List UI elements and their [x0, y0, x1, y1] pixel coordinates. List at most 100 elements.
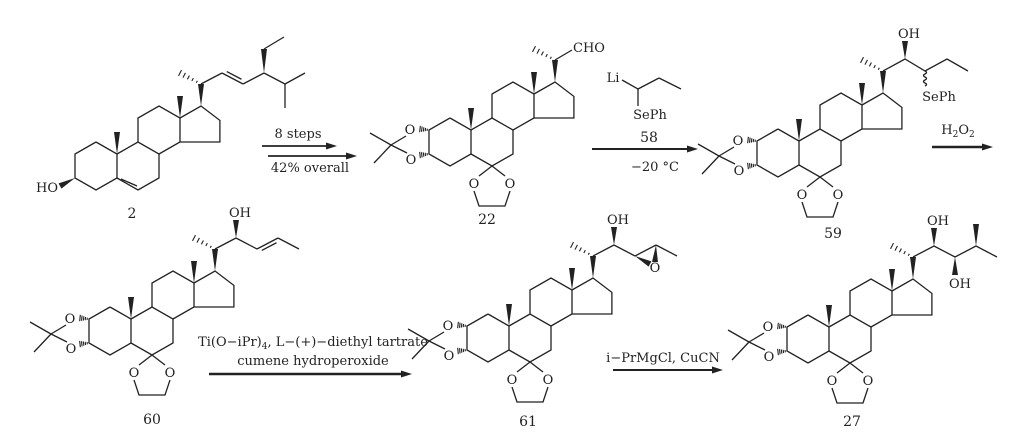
cmpd-60-c21-methyl-hashed: [200, 240, 204, 245]
cmpd-61-acetonide-hash: [457, 347, 459, 355]
cmpd-2-c18-methyl-wedge: [177, 96, 183, 118]
cmpd-2-c21-methyl-hashed: [186, 75, 190, 80]
cmpd-22-ketal-ethylene: [473, 190, 511, 207]
cmpd-2-c21-methyl-hashed: [191, 77, 194, 82]
cmpd-27-acetonide-hash: [777, 348, 779, 356]
cmpd-59-ketal-bond: [819, 176, 834, 188]
cmpd-22-acetonide-bond: [390, 144, 408, 154]
bond: [655, 244, 678, 257]
cmpd-2-ethyl-wedge: [261, 49, 267, 73]
step5-reagent: i−PrMgCl, CuCN: [606, 351, 720, 366]
cmpd-22-ketal-bond: [491, 165, 506, 177]
cmpd-22-c17-sidechain-wedge: [552, 60, 558, 82]
cmpd-60-acetonide-methyl: [29, 321, 52, 335]
cmpd-59-acetonide-bond: [718, 146, 735, 157]
cmpd-22-c18-methyl-wedge: [531, 72, 537, 94]
step3-reagent: H2O2: [941, 123, 974, 140]
cmpd-59-acetonide-hash: [748, 163, 751, 169]
compound-label-27: 27: [843, 414, 861, 430]
cmpd-59-acetonide-hash: [747, 162, 749, 170]
cmpd-59-hydroxy: OH: [898, 27, 920, 42]
cmpd-22-ring-a: [428, 117, 472, 167]
cmpd-60-c21-methyl-hashed: [209, 245, 212, 249]
cmpd-22-c21-methyl-hashed: [532, 45, 536, 53]
cmpd-22-c21-methyl-hashed: [540, 51, 544, 56]
cmpd-60-c21-methyl-hashed: [192, 234, 196, 242]
cmpd-59-acetonide-o2: O: [734, 164, 745, 179]
cmpd-59-c21-methyl-hashed: [877, 67, 880, 71]
cmpd-22-acetonide-o1: O: [405, 123, 416, 138]
cmpd-59-seph: SePh: [922, 90, 956, 105]
bond: [634, 244, 657, 257]
bond: [621, 79, 639, 90]
cmpd-60-acetonide-bond: [50, 333, 68, 343]
step3-arrow-head: [982, 143, 993, 151]
step2-condition: −20 °C: [631, 160, 679, 175]
cmpd-27-hydroxy-22: OH: [927, 214, 949, 229]
cmpd-60-acetonide-o2: O: [66, 342, 77, 357]
cmpd-60-ring-a: [88, 306, 132, 356]
cmpd-27-ring-d: [891, 278, 933, 316]
cmpd-22-ring-b: [470, 117, 514, 167]
cmpd-27-sidechain: [912, 245, 998, 258]
cmpd-27-hydroxy-wedge: [952, 257, 958, 275]
reagent-58-lithium: Li: [607, 71, 620, 86]
cmpd-2-ring-a: [74, 141, 118, 191]
cmpd-60-acetonide-hash: [79, 314, 81, 322]
cmpd-61-acetonide-methyl: [411, 340, 430, 360]
cmpd-27-acetonide-methyl: [731, 341, 750, 361]
cmpd-59-ring-c: [819, 92, 863, 142]
cmpd-27-ring-c: [849, 278, 893, 328]
cmpd-60-hydroxy: OH: [229, 206, 251, 221]
cmpd-60-acetonide-o1: O: [65, 312, 76, 327]
compound-label-60: 60: [143, 412, 161, 428]
reagent-58-seph: SePh: [633, 108, 667, 123]
cmpd-61-ketal-o1: O: [507, 373, 518, 388]
cmpd-27-methyl-wedge: [973, 224, 979, 246]
cmpd-2-hydroxy-wedge: [58, 178, 75, 189]
bond: [214, 237, 237, 250]
step4-arrow-head: [401, 370, 412, 378]
cmpd-59-ketal-o2: O: [833, 188, 844, 203]
cmpd-61-ketal-o2: O: [543, 373, 554, 388]
cmpd-22-ketal-o2: O: [505, 177, 516, 192]
cmpd-2-c21-methyl-hashed: [182, 72, 186, 78]
cmpd-22-c21-methyl-hashed: [536, 48, 540, 54]
cmpd-61-c19-methyl-wedge: [506, 304, 512, 326]
cmpd-59-acetonide-o1: O: [733, 134, 744, 149]
cmpd-60-ketal-bond: [138, 354, 153, 366]
cmpd-59-c17-sidechain-wedge: [880, 71, 886, 93]
cmpd-2-ring-b: [116, 141, 160, 191]
cmpd-61-acetonide-hash: [458, 322, 461, 328]
cmpd-22-c19-methyl-wedge: [468, 108, 474, 130]
cmpd-60-ketal-o1: O: [129, 366, 140, 381]
cmpd-27-ring-b: [828, 314, 872, 364]
cmpd-61-c21-methyl-hashed: [574, 244, 578, 250]
cmpd-61-epoxide-o: O: [650, 261, 661, 276]
cmpd-60-acetonide-bond: [50, 324, 67, 335]
cmpd-61-acetonide-o1: O: [443, 319, 454, 334]
cmpd-60-c21-methyl-hashed: [196, 237, 200, 243]
cmpd-61-c17-sidechain-wedge: [590, 256, 596, 278]
cmpd-60-acetonide-methyl: [33, 333, 52, 353]
cmpd-27-acetonide-o1: O: [763, 320, 774, 335]
step1-yield: 42% overall: [271, 161, 349, 176]
cmpd-27-c21-methyl-hashed: [907, 253, 910, 257]
cmpd-27-hydroxy-wedge: [931, 228, 937, 246]
cmpd-60-ketal-ethylene: [133, 379, 171, 396]
cmpd-60-acetonide-hash: [80, 315, 83, 321]
bond: [200, 72, 223, 85]
cmpd-59-ketal-bond: [806, 176, 821, 188]
step1-arrow-upper-head: [326, 142, 337, 150]
cmpd-59-acetonide-hash: [748, 137, 751, 143]
cmpd-22-ring-c: [491, 81, 535, 131]
cmpd-22-c21-methyl-hashed: [549, 56, 552, 60]
cmpd-27-ring-a: [786, 314, 830, 364]
step4-reagent-line1: Ti(O−iPr)4, L−(+)−diethyl tartrate: [198, 335, 428, 352]
step4-reagent-line2: cumene hydroperoxide: [237, 354, 389, 369]
compound-label-61: 61: [519, 414, 537, 430]
cmpd-59-hydroxy-wedge: [902, 41, 908, 59]
cmpd-22-c21-methyl-hashed: [545, 53, 548, 58]
cmpd-22-acetonide-hash: [419, 125, 421, 133]
